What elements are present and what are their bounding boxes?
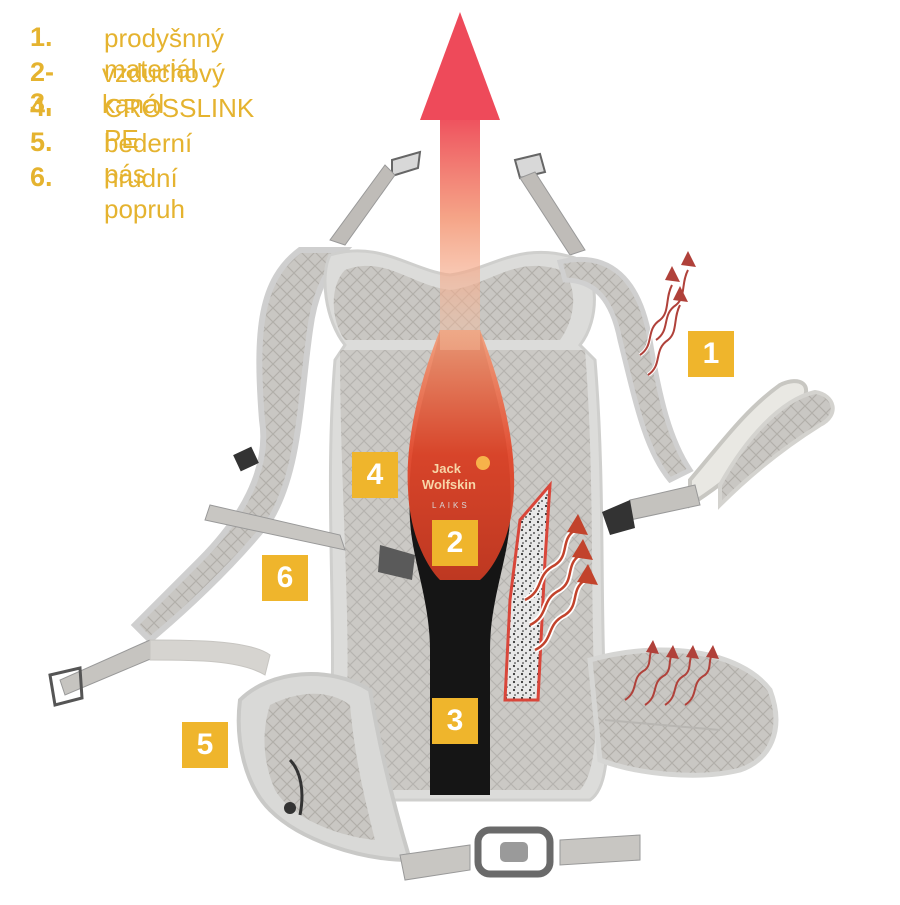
badge-1: 1 <box>688 331 734 377</box>
brand-line-2: Wolfskin <box>422 477 476 492</box>
top-strap-right <box>513 152 586 256</box>
airflow-arrow <box>420 12 500 350</box>
waist-buckle <box>399 826 641 881</box>
badge-6: 6 <box>262 555 308 601</box>
legend-text: vzduchový kanál <box>102 58 225 119</box>
legend-text: bederní pás <box>104 128 193 189</box>
airflow-wavy-arrows-back <box>523 514 598 653</box>
top-strap-left <box>329 150 422 246</box>
brand-line-1: Jack <box>432 461 462 476</box>
badge-2: 2 <box>432 520 478 566</box>
legend-number: 5. <box>30 127 53 157</box>
right-shoulder-strap <box>556 256 694 484</box>
hip-belt-right <box>587 647 779 778</box>
legend-text: prodyšnný materiál <box>104 23 224 84</box>
badge-5: 5 <box>182 722 228 768</box>
legend-number: 1. <box>30 22 53 52</box>
legend-text: hrudní popruh <box>104 163 185 224</box>
badge-4: 4 <box>352 452 398 498</box>
badge-3: 3 <box>432 698 478 744</box>
airflow-wavy-arrows-hip <box>624 640 719 706</box>
chest-strap <box>204 504 415 580</box>
legend-text: CROSSLINK PE <box>104 93 255 154</box>
airflow-wavy-arrows-shoulder <box>638 251 696 377</box>
brand-logo: Jack Wolfskin LAIKS <box>422 456 490 510</box>
legend-number: 4. <box>30 92 53 122</box>
legend-number: 6. <box>30 162 53 192</box>
brand-line-3: LAIKS <box>432 501 470 510</box>
left-shoulder-strap <box>130 247 353 645</box>
legend-number: 2-3. <box>30 57 55 118</box>
